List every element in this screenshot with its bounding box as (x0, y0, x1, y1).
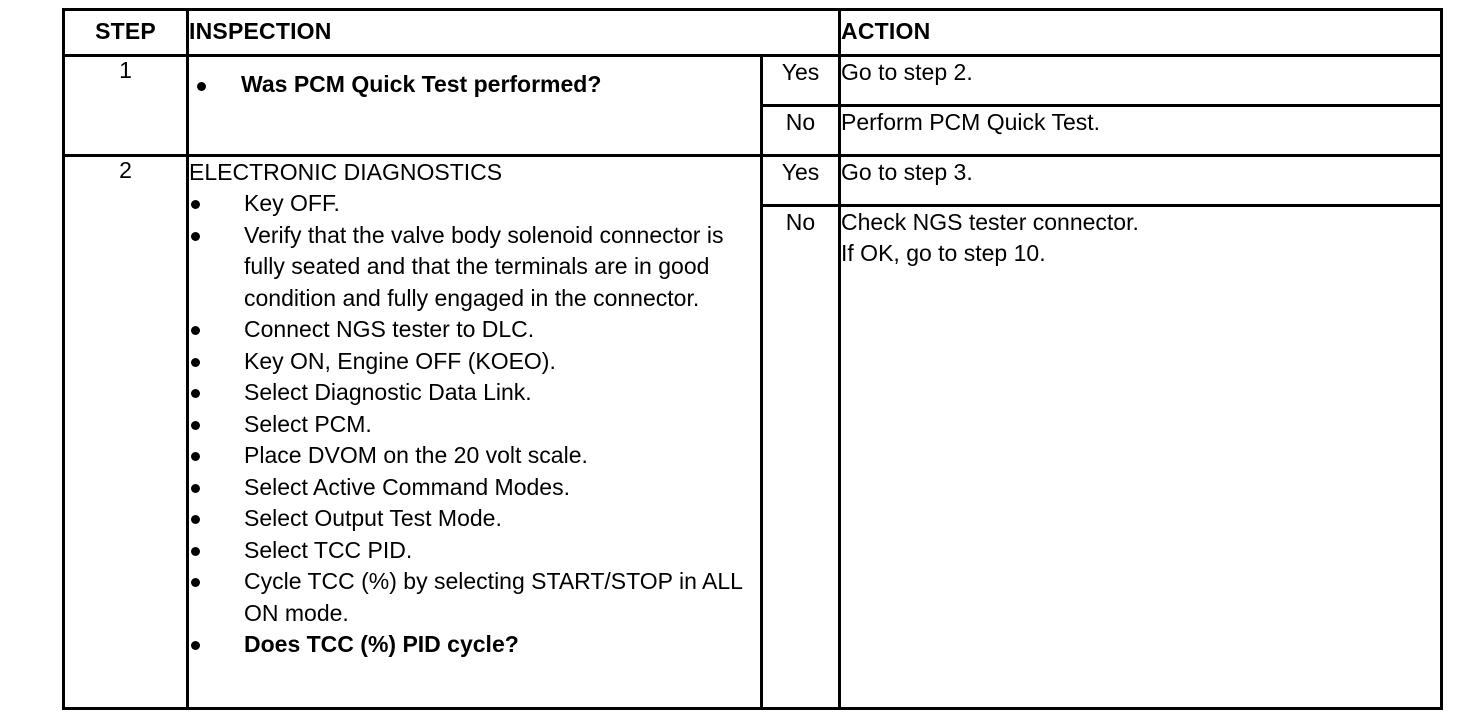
action-cell: Go to step 3. (838, 153, 1444, 207)
list-item: Select Output Test Mode. (189, 503, 760, 535)
list-item: Verify that the valve body solenoid conn… (189, 220, 760, 315)
action-line: Perform PCM Quick Test. (841, 109, 1101, 136)
bullet-text: Select Active Command Modes. (244, 473, 570, 500)
list-item: Key OFF. (189, 188, 760, 220)
inspection-cell: Was PCM Quick Test performed? (186, 54, 763, 157)
result-label-yes: Yes (759, 54, 842, 108)
bullet-text: Place DVOM on the 20 volt scale. (244, 442, 588, 469)
action-cell: Perform PCM Quick Test. (838, 104, 1444, 157)
inspection-cell: ELECTRONIC DIAGNOSTICS Key OFF. Verify t… (186, 153, 763, 711)
table-row: No Perform PCM Quick Test. (64, 104, 1444, 157)
bullet-text: Was PCM Quick Test performed? (241, 71, 602, 98)
action-cell: Go to step 2. (838, 54, 1444, 108)
bullet-dot-icon (191, 420, 200, 430)
list-item: Does TCC (%) PID cycle? (189, 629, 760, 661)
inspection-bullet-list: Key OFF. Verify that the valve body sole… (189, 188, 760, 661)
column-header-inspection: INSPECTION (185, 7, 842, 58)
inspection-bullet-list: Was PCM Quick Test performed? (189, 69, 760, 101)
bullet-text: Key ON, Engine OFF (KOEO). (244, 347, 556, 374)
action-line: Check NGS tester connector. (841, 208, 1139, 235)
bullet-text: Key OFF. (244, 190, 340, 217)
list-item: Select Active Command Modes. (189, 472, 760, 504)
bullet-text: Select Output Test Mode. (244, 505, 502, 532)
bullet-dot-icon (197, 82, 206, 92)
table-row: 2 ELECTRONIC DIAGNOSTICS Key OFF. Verify… (62, 153, 1444, 711)
list-item: Select TCC PID. (189, 535, 760, 567)
column-header-action: ACTION (838, 7, 1444, 58)
bullet-dot-icon (191, 357, 200, 367)
result-label-yes: Yes (759, 153, 842, 207)
list-item: Cycle TCC (%) by selecting START/STOP in… (189, 566, 760, 629)
list-item: Connect NGS tester to DLC. (189, 314, 760, 346)
list-item: Select Diagnostic Data Link. (189, 377, 760, 409)
bullet-text: Does TCC (%) PID cycle? (244, 631, 519, 658)
bullet-text: Select PCM. (244, 410, 372, 437)
step-number: 2 (62, 153, 189, 711)
table-row: 1 Was PCM Quick Test performed? Yes Go t… (62, 54, 1444, 157)
result-label-no: No (759, 203, 842, 711)
bullet-dot-icon (191, 641, 200, 651)
diagnostic-table: STEP INSPECTION ACTION 1 Was PCM Quick T… (62, 7, 1444, 711)
bullet-text: Select TCC PID. (244, 536, 413, 563)
list-item: Key ON, Engine OFF (KOEO). (189, 346, 760, 378)
action-line: Go to step 3. (841, 158, 973, 185)
list-item: Place DVOM on the 20 volt scale. (189, 440, 760, 472)
column-header-step: STEP (62, 7, 189, 58)
bullet-dot-icon (191, 452, 200, 462)
inspection-heading: ELECTRONIC DIAGNOSTICS (189, 158, 503, 185)
bullet-dot-icon (191, 389, 200, 399)
result-label-no: No (759, 104, 842, 157)
action-line: If OK, go to step 10. (841, 240, 1046, 267)
bullet-dot-icon (191, 546, 200, 556)
step-number: 1 (62, 54, 189, 157)
bullet-text: Select Diagnostic Data Link. (244, 379, 532, 406)
bullet-dot-icon (191, 515, 200, 525)
list-item: Select PCM. (189, 409, 760, 441)
bullet-dot-icon (191, 578, 200, 588)
bullet-text: Verify that the valve body solenoid conn… (244, 221, 724, 311)
list-item: Was PCM Quick Test performed? (189, 69, 760, 101)
action-cell: Check NGS tester connector. If OK, go to… (838, 203, 1444, 711)
table-row: No Check NGS tester connector. If OK, go… (64, 203, 1444, 711)
action-line: Go to step 2. (841, 59, 973, 86)
bullet-text: Connect NGS tester to DLC. (244, 316, 535, 343)
table-header-row: STEP INSPECTION ACTION (62, 7, 1444, 58)
bullet-dot-icon (191, 200, 200, 210)
bullet-text: Cycle TCC (%) by selecting START/STOP in… (244, 568, 743, 626)
bullet-dot-icon (191, 483, 200, 493)
bullet-dot-icon (191, 231, 200, 241)
bullet-dot-icon (191, 326, 200, 336)
